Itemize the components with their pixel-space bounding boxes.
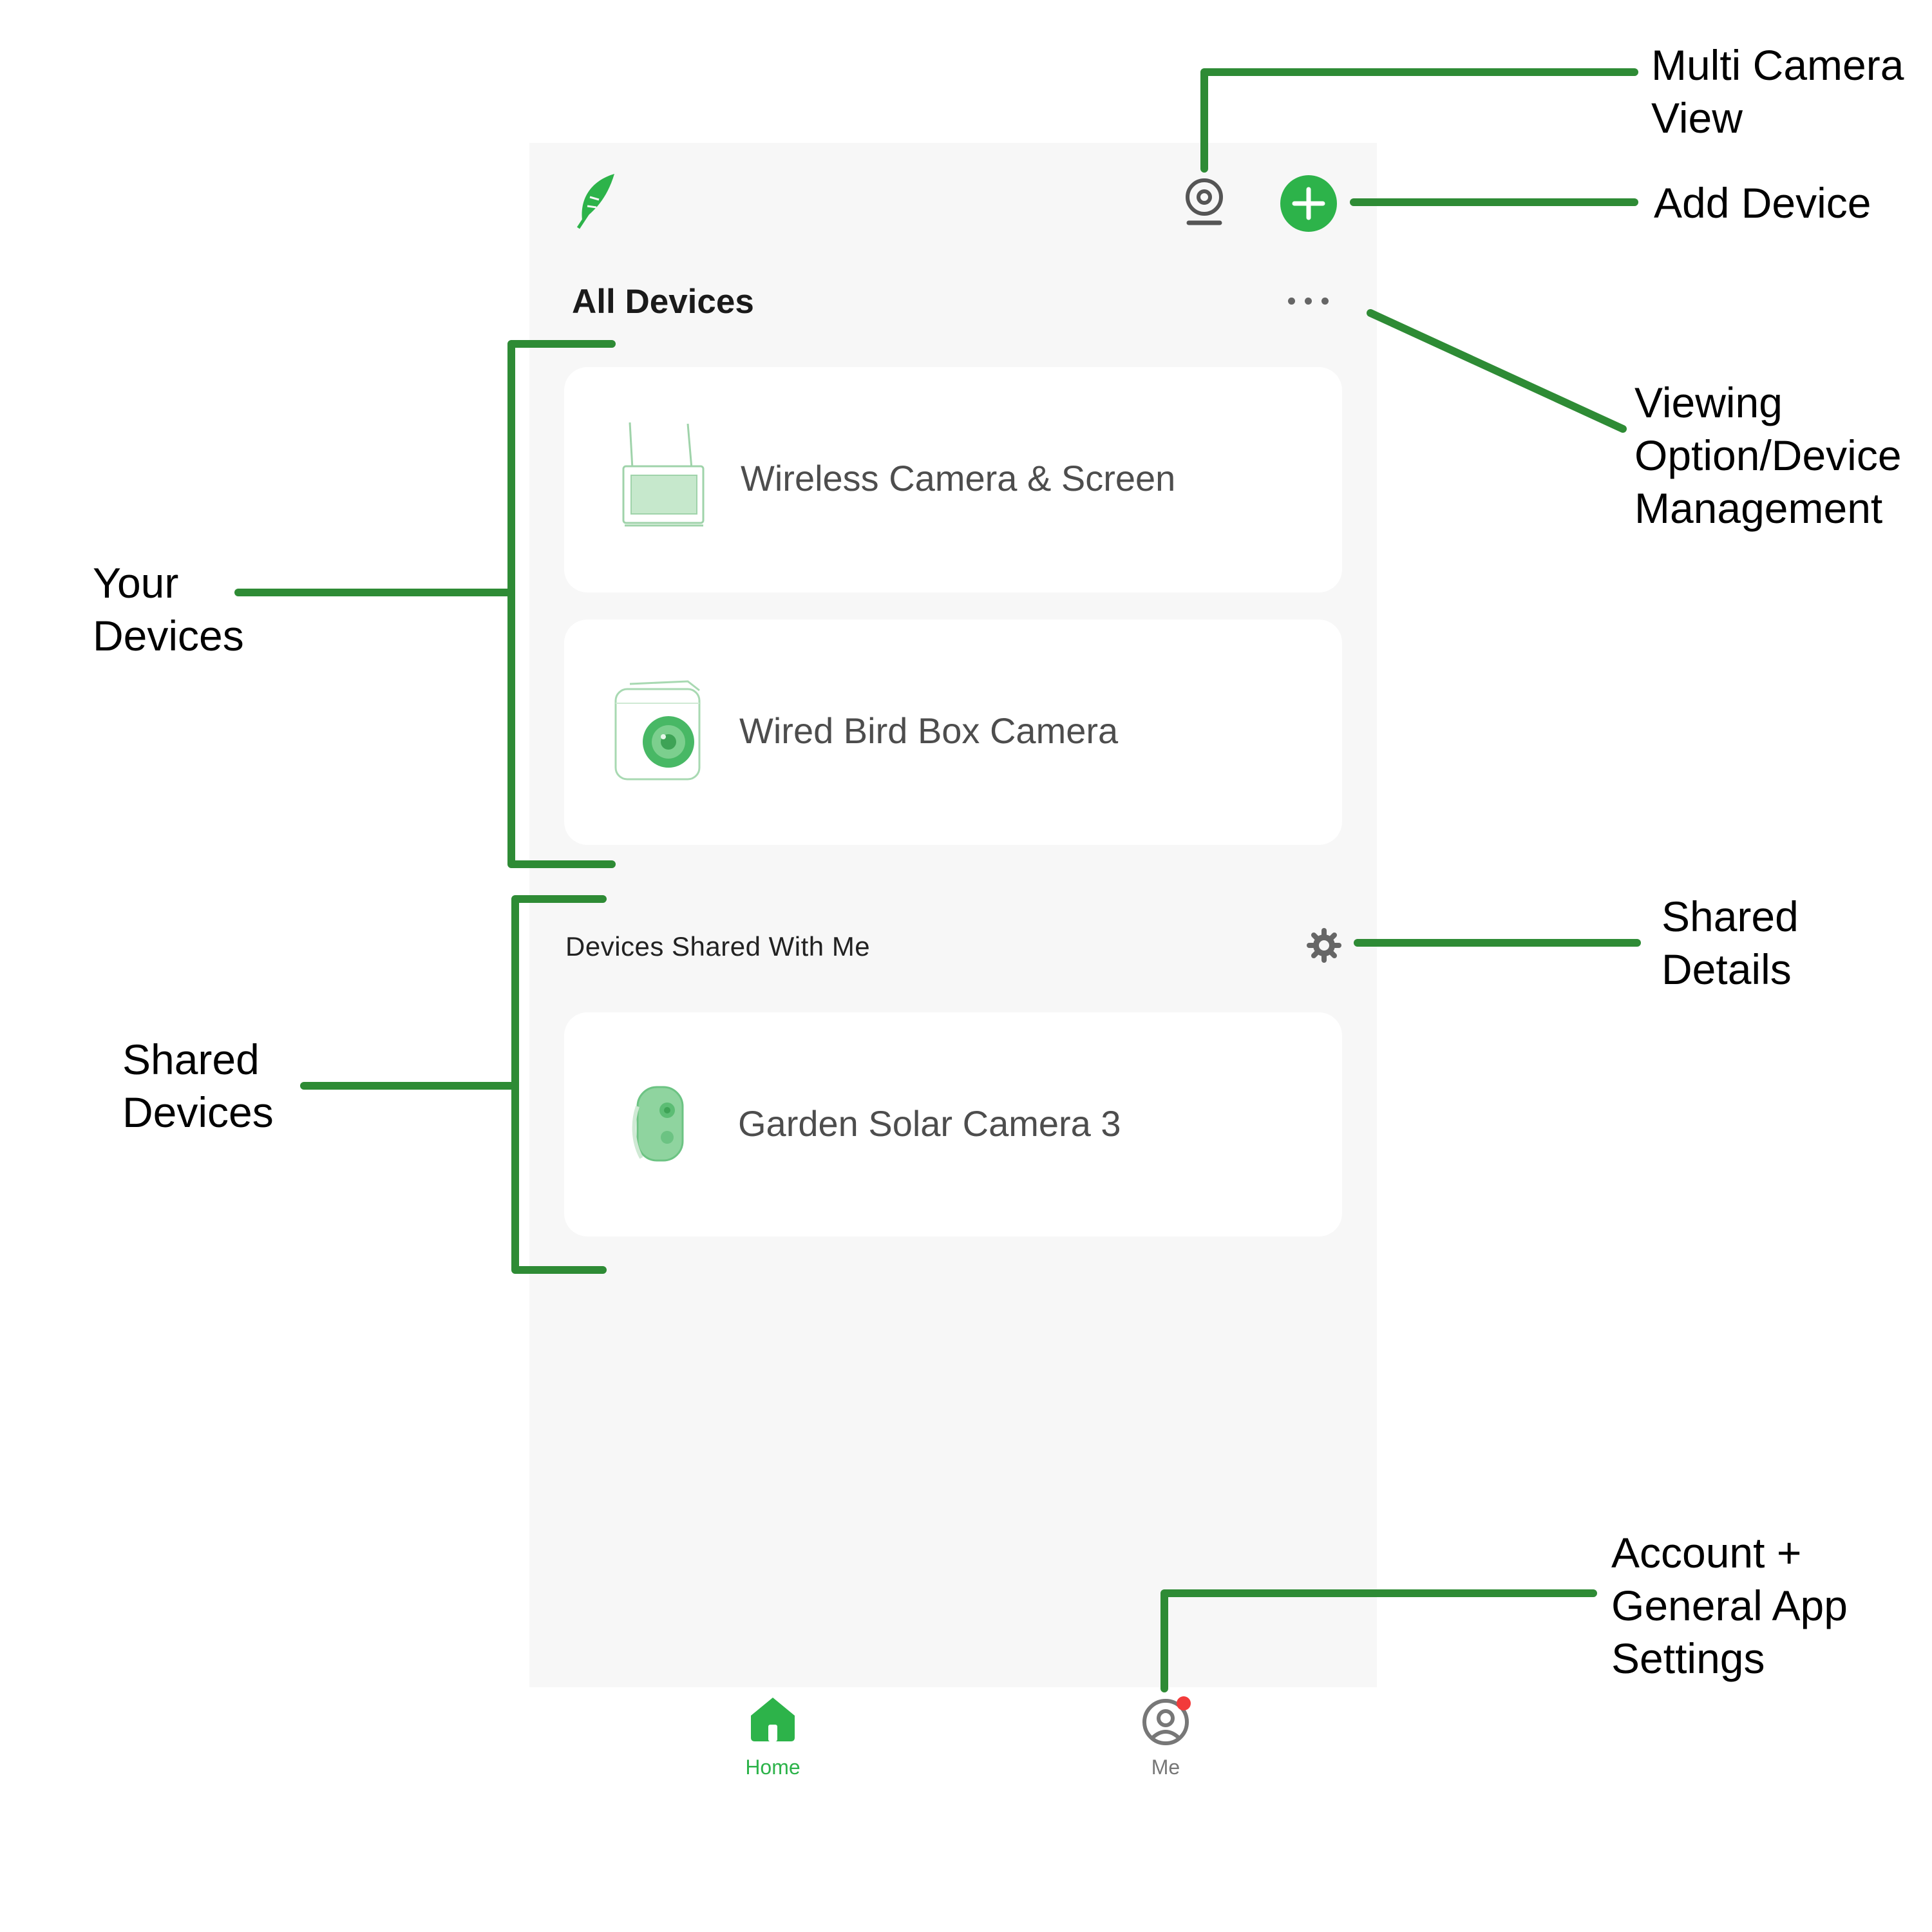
monitor-device-icon [622,422,705,527]
annotation-shared-devices: Shared Devices [122,1036,274,1136]
shared-section-title: Devices Shared With Me [565,931,871,961]
device-card[interactable]: Wireless Camera & Screen [564,367,1342,592]
annotation-viewing-option: Viewing Option/Device Management [1634,379,1902,532]
viewing-option-connector [1367,309,1627,433]
feather-logo-icon [573,171,620,233]
multi-camera-view-button[interactable] [1181,176,1227,228]
device-name: Wired Bird Box Camera [739,710,1119,751]
annotation-shared-details: Shared Details [1662,893,1799,993]
device-card[interactable]: Wired Bird Box Camera [564,620,1342,845]
annotation-account: Account + General App Settings [1611,1529,1848,1682]
home-icon [751,1698,795,1741]
notification-badge [1177,1696,1191,1710]
ellipsis-dot [1321,298,1329,305]
solar-camera-icon [632,1086,684,1162]
tab-label: Home [745,1756,800,1779]
tab-me[interactable]: Me [1101,1694,1230,1790]
annotation-your-devices: Your Devices [93,559,244,659]
more-options-button[interactable] [1282,289,1336,314]
bird-box-camera-icon [614,680,701,781]
tab-home[interactable]: Home [708,1694,837,1790]
gear-icon [1307,928,1341,963]
annotation-add-device: Add Device [1654,179,1871,227]
device-name: Wireless Camera & Screen [741,458,1176,498]
annotation-multi-camera: Multi Camera View [1651,41,1904,142]
webcam-icon [1186,178,1223,225]
all-devices-title: All Devices [572,283,754,321]
shared-settings-button[interactable] [1306,927,1342,963]
shared-device-card[interactable]: Garden Solar Camera 3 [564,1012,1342,1236]
ellipsis-icon [1288,298,1295,305]
device-name: Garden Solar Camera 3 [738,1103,1121,1144]
add-device-button[interactable] [1280,175,1337,232]
plus-icon [1292,187,1325,220]
ellipsis-dot [1305,298,1312,305]
tab-label: Me [1151,1756,1180,1779]
user-icon [1142,1696,1191,1745]
